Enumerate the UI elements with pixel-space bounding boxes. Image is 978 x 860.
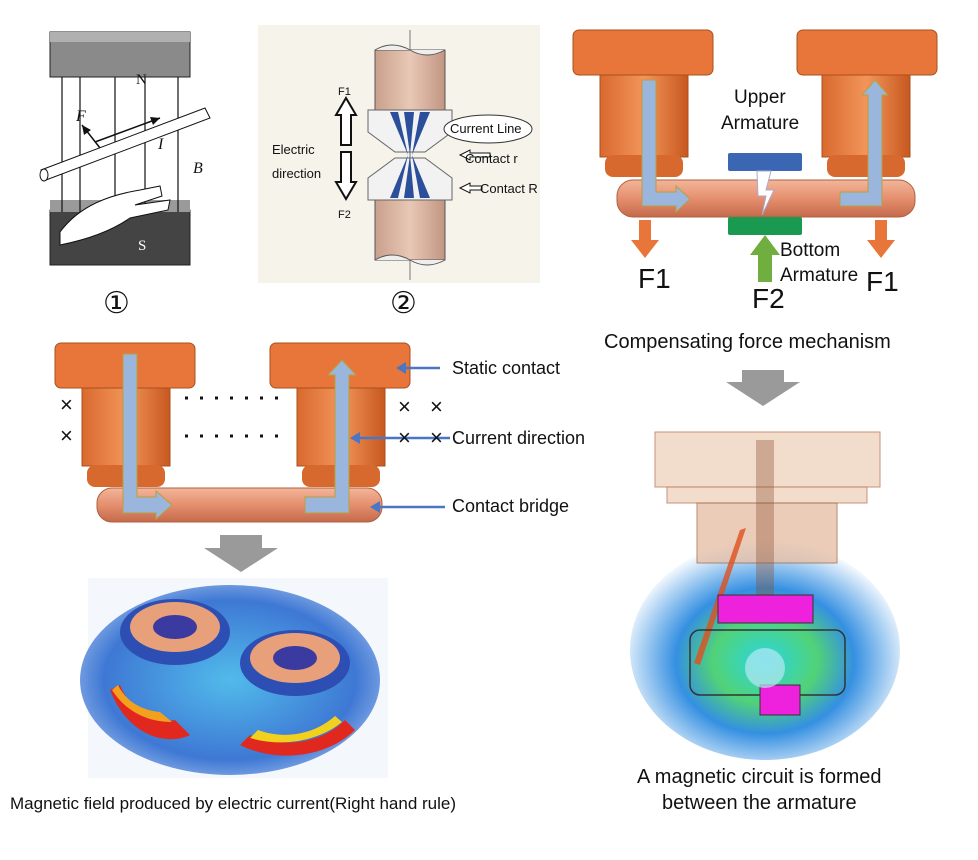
magnetic-circuit-caption-2: between the armature [662, 792, 857, 814]
current-path-left [641, 79, 691, 214]
current-line-cones [390, 112, 430, 198]
f2-label: F2 [338, 209, 351, 221]
bottom-armature-label-2: Armature [780, 265, 859, 286]
north-pole-label: N [136, 72, 147, 88]
current-symbol-label: I [158, 136, 164, 153]
contact-r-label: Contact r [465, 151, 518, 166]
electric-direction-label-2: direction [272, 166, 322, 181]
right-static-contact-body [821, 74, 911, 158]
bottom-armature [728, 217, 802, 235]
current-path-left [122, 353, 173, 521]
upper-armature-label-2: Armature [721, 113, 800, 134]
field-symbol-label: B [193, 160, 203, 177]
lower-rod [374, 199, 446, 261]
coil-stack [696, 502, 838, 564]
magnet-north-top [50, 32, 190, 42]
f1-right-label: F1 [866, 266, 899, 297]
cross-mark: × [60, 423, 73, 448]
f2-arrow [334, 151, 358, 201]
contact-bridge-label: Contact bridge [452, 496, 570, 516]
bottom-armature-label-1: Bottom [780, 240, 841, 261]
gap-dots [185, 396, 290, 438]
magnetic-circuit-simulation [630, 428, 900, 760]
contact-r-pointer [458, 149, 491, 161]
figure-number-2: ② [390, 286, 417, 321]
f2-arrow [750, 235, 780, 282]
contact-bridge-figure [54, 342, 450, 572]
static-contact-label: Static contact [452, 358, 561, 378]
right-hand-rule-figure [39, 31, 211, 266]
field-hotspot-right [240, 720, 355, 756]
cross-mark: × [60, 392, 73, 417]
contact-R-pointer [458, 182, 483, 194]
housing-top [654, 431, 881, 488]
hand-shape [59, 185, 171, 246]
field-hotspot-left [110, 685, 190, 740]
cross-mark: × [398, 394, 411, 419]
compensating-force-figure [572, 29, 938, 406]
upper-armature-block [717, 594, 814, 624]
magnetic-circuit-caption-1: A magnetic circuit is formed [637, 766, 882, 788]
upper-armature [728, 153, 802, 171]
current-path-right [304, 359, 358, 514]
magnetic-field-simulation [80, 578, 388, 778]
figure-number-1: ① [103, 286, 130, 321]
upper-armature-label-1: Upper [734, 87, 786, 108]
magnetic-field-caption: Magnetic field produced by electric curr… [10, 794, 457, 813]
armature-spark [756, 170, 775, 216]
current-line-callout [443, 114, 533, 144]
conductor-rod [40, 107, 211, 181]
electric-direction-label-1: Electric [272, 142, 315, 157]
f1-arrow [334, 96, 358, 146]
left-static-contact-head [572, 29, 714, 76]
contact-R-label: Contact R [480, 181, 538, 196]
down-arrow-left [204, 535, 278, 572]
current-direction-label: Current direction [452, 428, 586, 448]
f1-left-arrow [631, 220, 659, 258]
f1-left-label: F1 [638, 263, 671, 294]
cross-mark: × [398, 425, 411, 450]
compensating-caption: Compensating force mechanism [604, 331, 891, 353]
f2-label-right: F2 [752, 283, 785, 314]
down-arrow-right [726, 370, 800, 406]
right-static-contact-head [796, 29, 938, 76]
south-pole-label: S [138, 238, 147, 254]
upper-rod [374, 49, 446, 113]
f1-label: F1 [338, 86, 351, 98]
current-arrow [94, 117, 161, 143]
cross-mark: × [430, 394, 443, 419]
current-line-label: Current Line [450, 121, 522, 136]
cross-mark: × [430, 425, 443, 450]
current-path-right [839, 79, 890, 207]
f1-right-arrow [867, 220, 895, 258]
contact-force-figure [258, 25, 540, 283]
force-symbol-label: F [76, 108, 86, 125]
